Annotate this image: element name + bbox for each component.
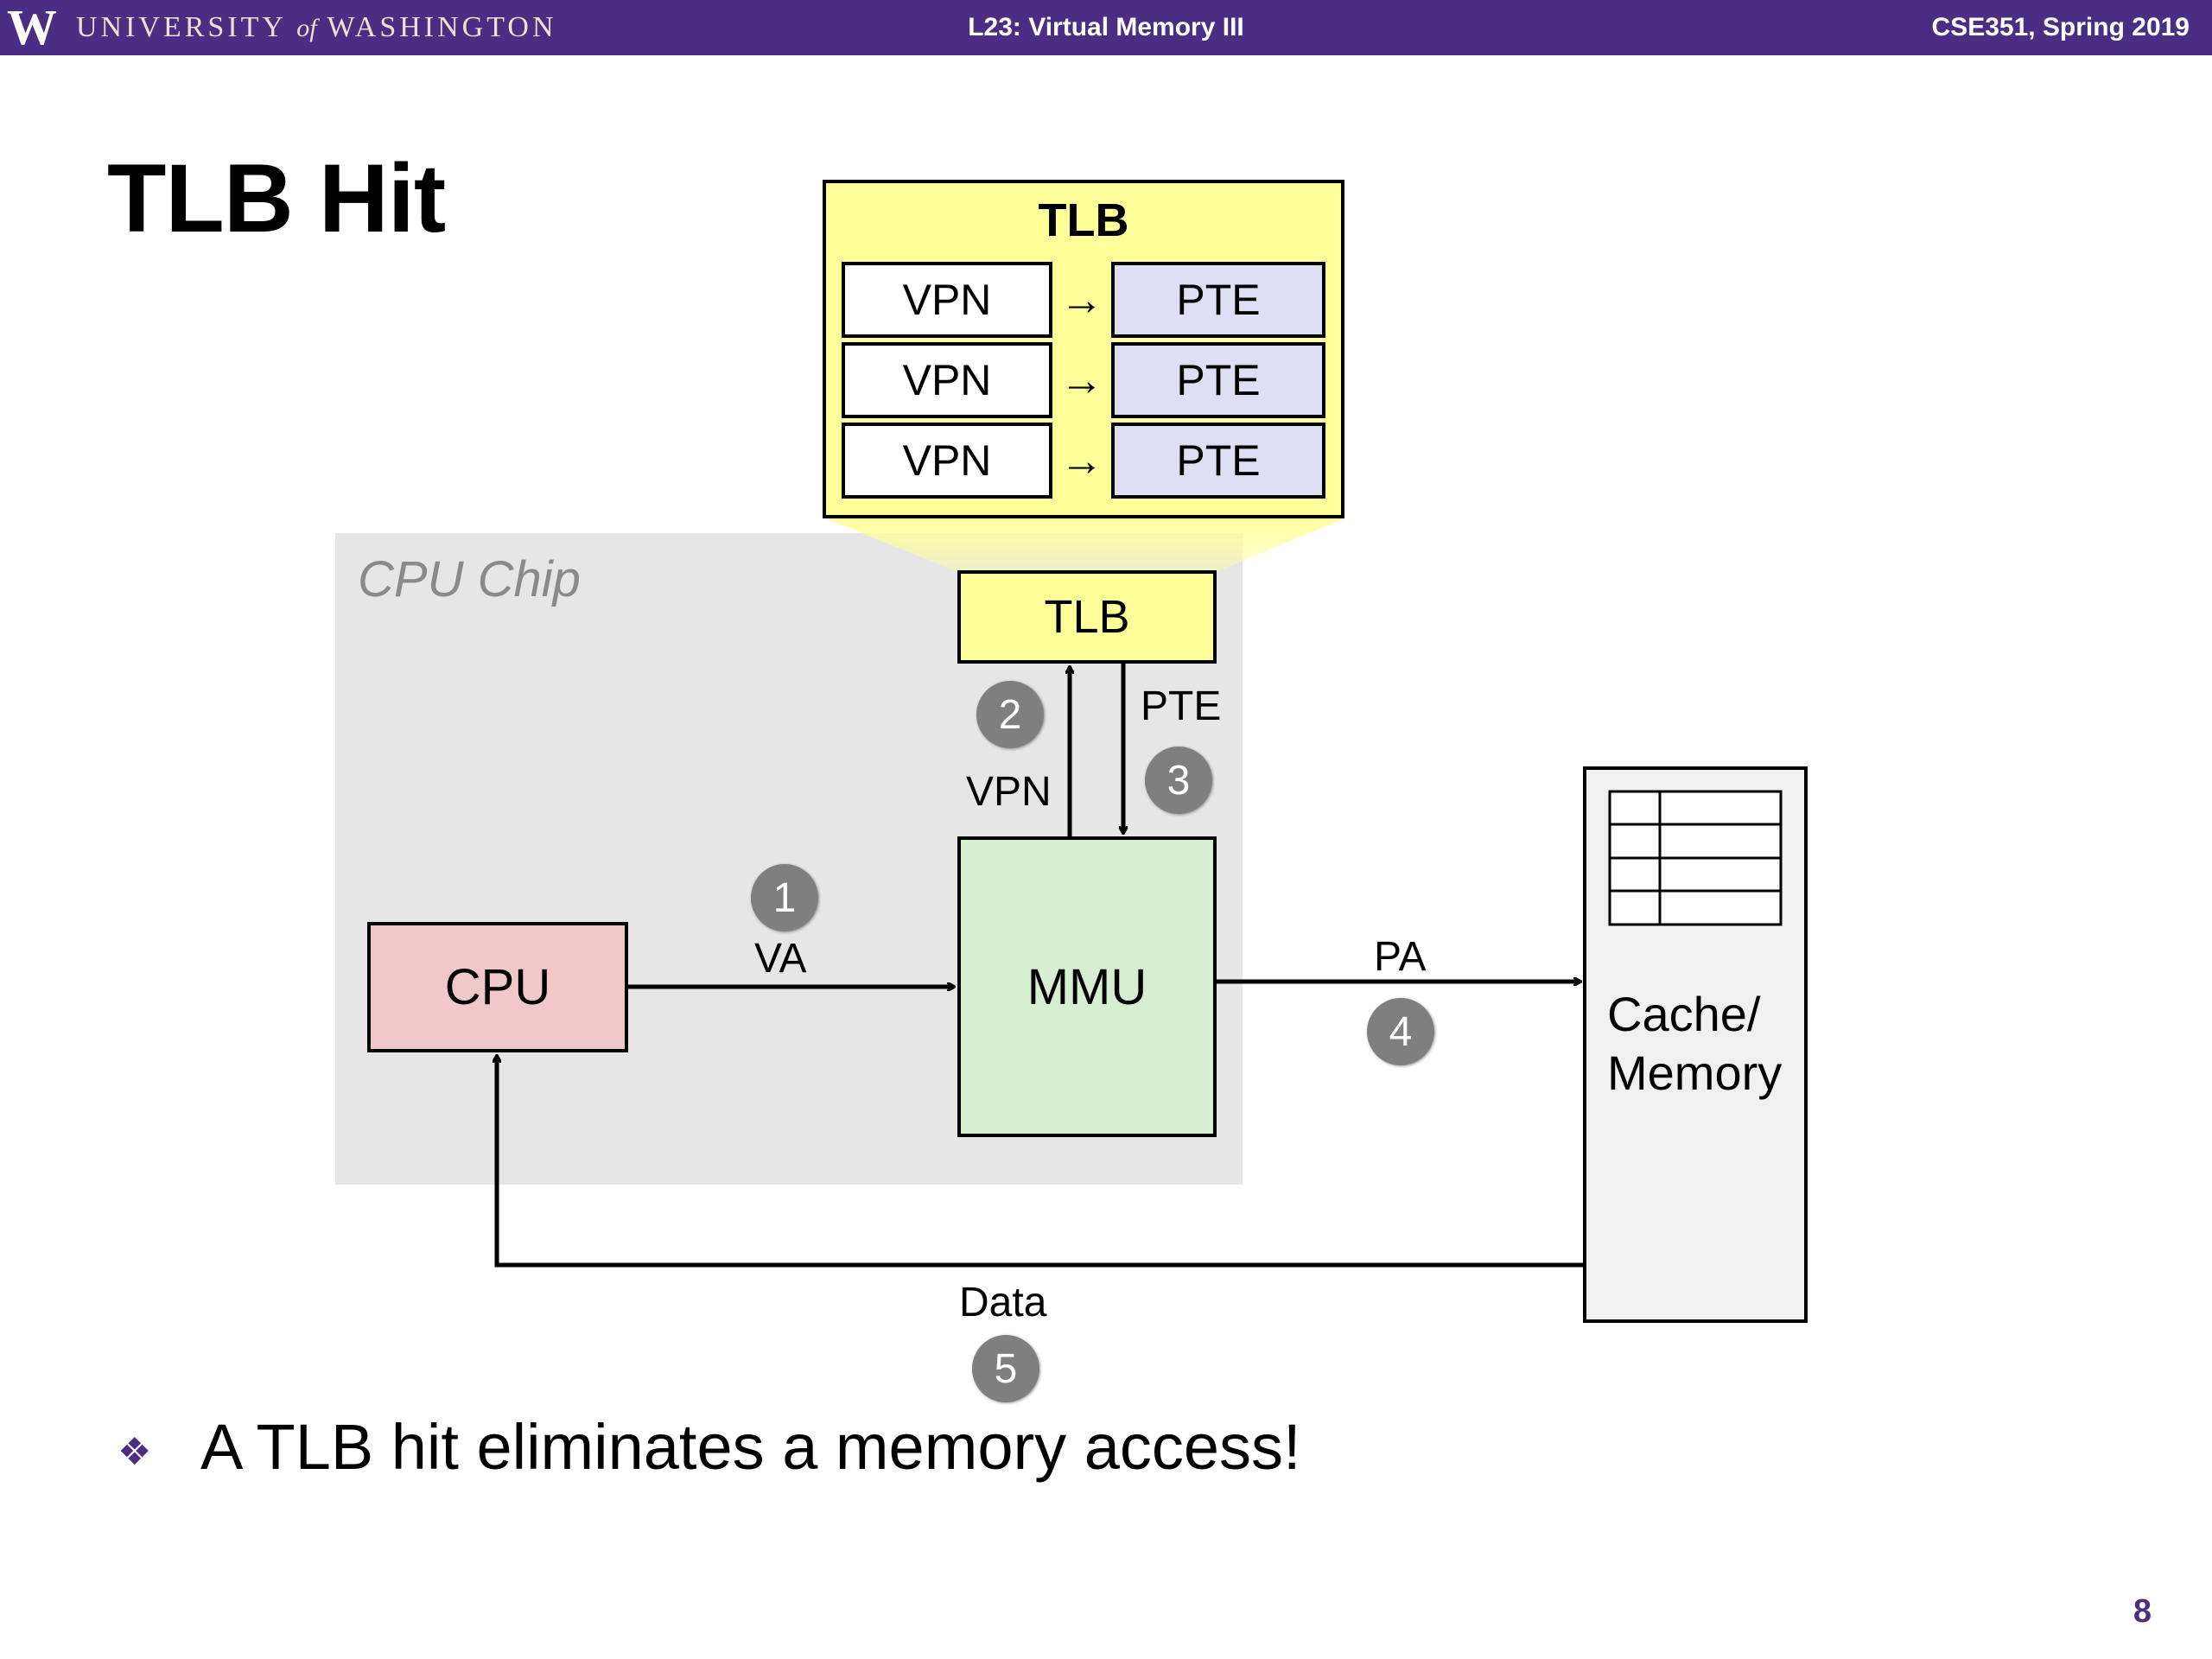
tlb-pte-cell: PTE bbox=[1111, 262, 1325, 338]
cache-memory-label-line1: Cache/ bbox=[1607, 987, 1761, 1041]
step-badge-3: 3 bbox=[1145, 747, 1212, 814]
magnify-wedge bbox=[826, 518, 1344, 572]
va-label: VA bbox=[754, 936, 807, 982]
lecture-title: L23: Virtual Memory III bbox=[968, 13, 1244, 41]
step-badge-1: 1 bbox=[751, 864, 818, 931]
tlb-box: TLB bbox=[957, 570, 1217, 664]
page-number: 8 bbox=[2133, 1593, 2152, 1630]
course-name: CSE351, Spring 2019 bbox=[1931, 13, 2190, 41]
bullet-icon: ❖ bbox=[118, 1431, 152, 1473]
tlb-row-arrow: → bbox=[1060, 436, 1103, 485]
tlb-vpn-cell: VPN bbox=[842, 423, 1052, 499]
tlb-pte-cell: PTE bbox=[1111, 342, 1325, 418]
tlb-vpn-cell: VPN bbox=[842, 262, 1052, 338]
memory-table-icon bbox=[1608, 790, 1783, 926]
step-badge-2: 2 bbox=[976, 681, 1044, 748]
tlb-vpn-cell: VPN bbox=[842, 342, 1052, 418]
tlb-detail-title: TLB bbox=[1038, 194, 1129, 246]
mmu-box: MMU bbox=[957, 836, 1217, 1137]
tlb-pte-cell: PTE bbox=[1111, 423, 1325, 499]
tlb-row-arrow: → bbox=[1060, 276, 1103, 324]
cpu-box: CPU bbox=[367, 922, 628, 1052]
header-bar: W UNIVERSITY of WASHINGTON L23: Virtual … bbox=[0, 0, 2212, 55]
tlb-row-arrow: → bbox=[1060, 356, 1103, 404]
university-name-post: WASHINGTON bbox=[327, 11, 557, 43]
step-badge-5: 5 bbox=[972, 1335, 1039, 1402]
cache-memory-label: Cache/ Memory bbox=[1607, 985, 1782, 1103]
step-badge-4: 4 bbox=[1367, 998, 1434, 1065]
data-arrow bbox=[497, 1056, 1585, 1268]
cpu-chip-label: CPU Chip bbox=[358, 551, 581, 607]
slide-title: TLB Hit bbox=[107, 144, 446, 252]
pte-label: PTE bbox=[1141, 683, 1222, 729]
data-label: Data bbox=[959, 1280, 1047, 1325]
bullet-text: A TLB hit eliminates a memory access! bbox=[200, 1411, 1301, 1483]
university-name: UNIVERSITY of WASHINGTON bbox=[76, 0, 557, 56]
university-name-pre: UNIVERSITY bbox=[76, 11, 286, 43]
uw-logo-w: W bbox=[7, 0, 57, 55]
university-name-of: of bbox=[296, 14, 317, 42]
vpn-label: VPN bbox=[966, 769, 1052, 815]
pa-label: PA bbox=[1374, 934, 1427, 980]
cache-memory-label-line2: Memory bbox=[1607, 1046, 1783, 1100]
